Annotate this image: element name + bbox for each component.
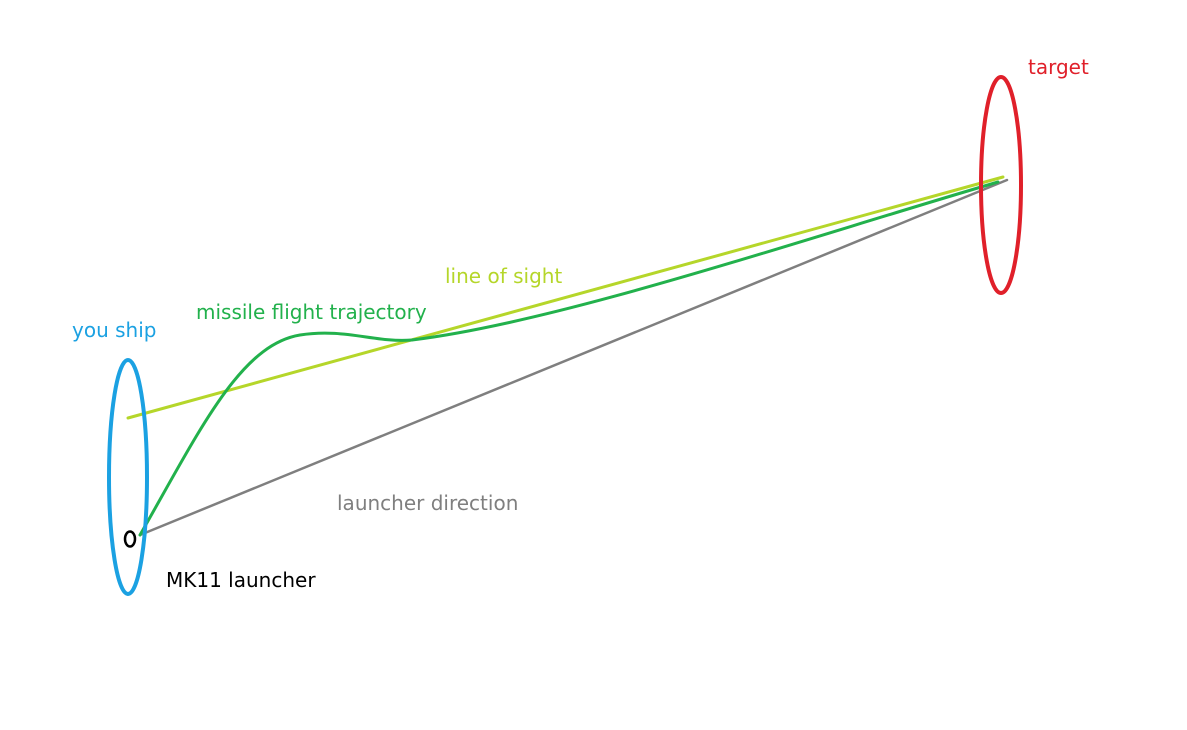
target-ellipse bbox=[979, 75, 1023, 295]
line-of-sight-line bbox=[126, 175, 1005, 420]
mk11-launcher-marker bbox=[123, 530, 137, 548]
you-ship-ellipse bbox=[107, 358, 149, 596]
missile-trajectory-label: missile flight trajectory bbox=[196, 300, 427, 324]
launcher-direction-label: launcher direction bbox=[337, 491, 519, 515]
you-ship-label: you ship bbox=[72, 318, 157, 342]
target-label: target bbox=[1028, 55, 1089, 79]
mk11-launcher-label: MK11 launcher bbox=[166, 568, 316, 592]
line-of-sight-label: line of sight bbox=[445, 264, 563, 288]
missile-trajectory-curve bbox=[138, 180, 1000, 537]
launcher-direction-line bbox=[138, 178, 1009, 537]
